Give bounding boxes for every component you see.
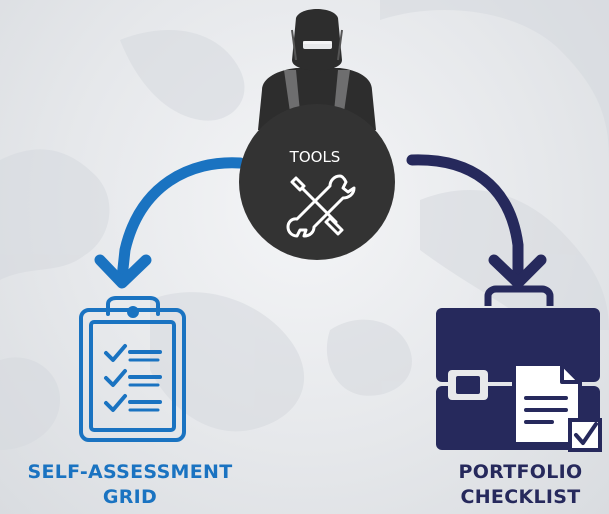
tools-circle — [239, 104, 395, 260]
tools-label: TOOLS — [289, 148, 341, 166]
arrow-to-self-assessment — [94, 157, 246, 289]
clipboard-icon — [79, 296, 186, 442]
portfolio-line1: PORTFOLIO — [458, 461, 583, 483]
tools-crossed-icon — [286, 174, 356, 238]
portfolio-checklist-label: PORTFOLIO CHECKLIST — [432, 460, 609, 510]
background-map — [0, 0, 609, 450]
document-icon — [512, 362, 582, 446]
self-assessment-line2: GRID — [102, 486, 158, 508]
checkbox-icon — [568, 418, 602, 452]
portfolio-line2: CHECKLIST — [460, 486, 581, 508]
arrow-to-portfolio — [406, 154, 547, 289]
self-assessment-grid-label: SELF-ASSESSMENT GRID — [0, 460, 260, 510]
self-assessment-line1: SELF-ASSESSMENT — [27, 461, 233, 483]
